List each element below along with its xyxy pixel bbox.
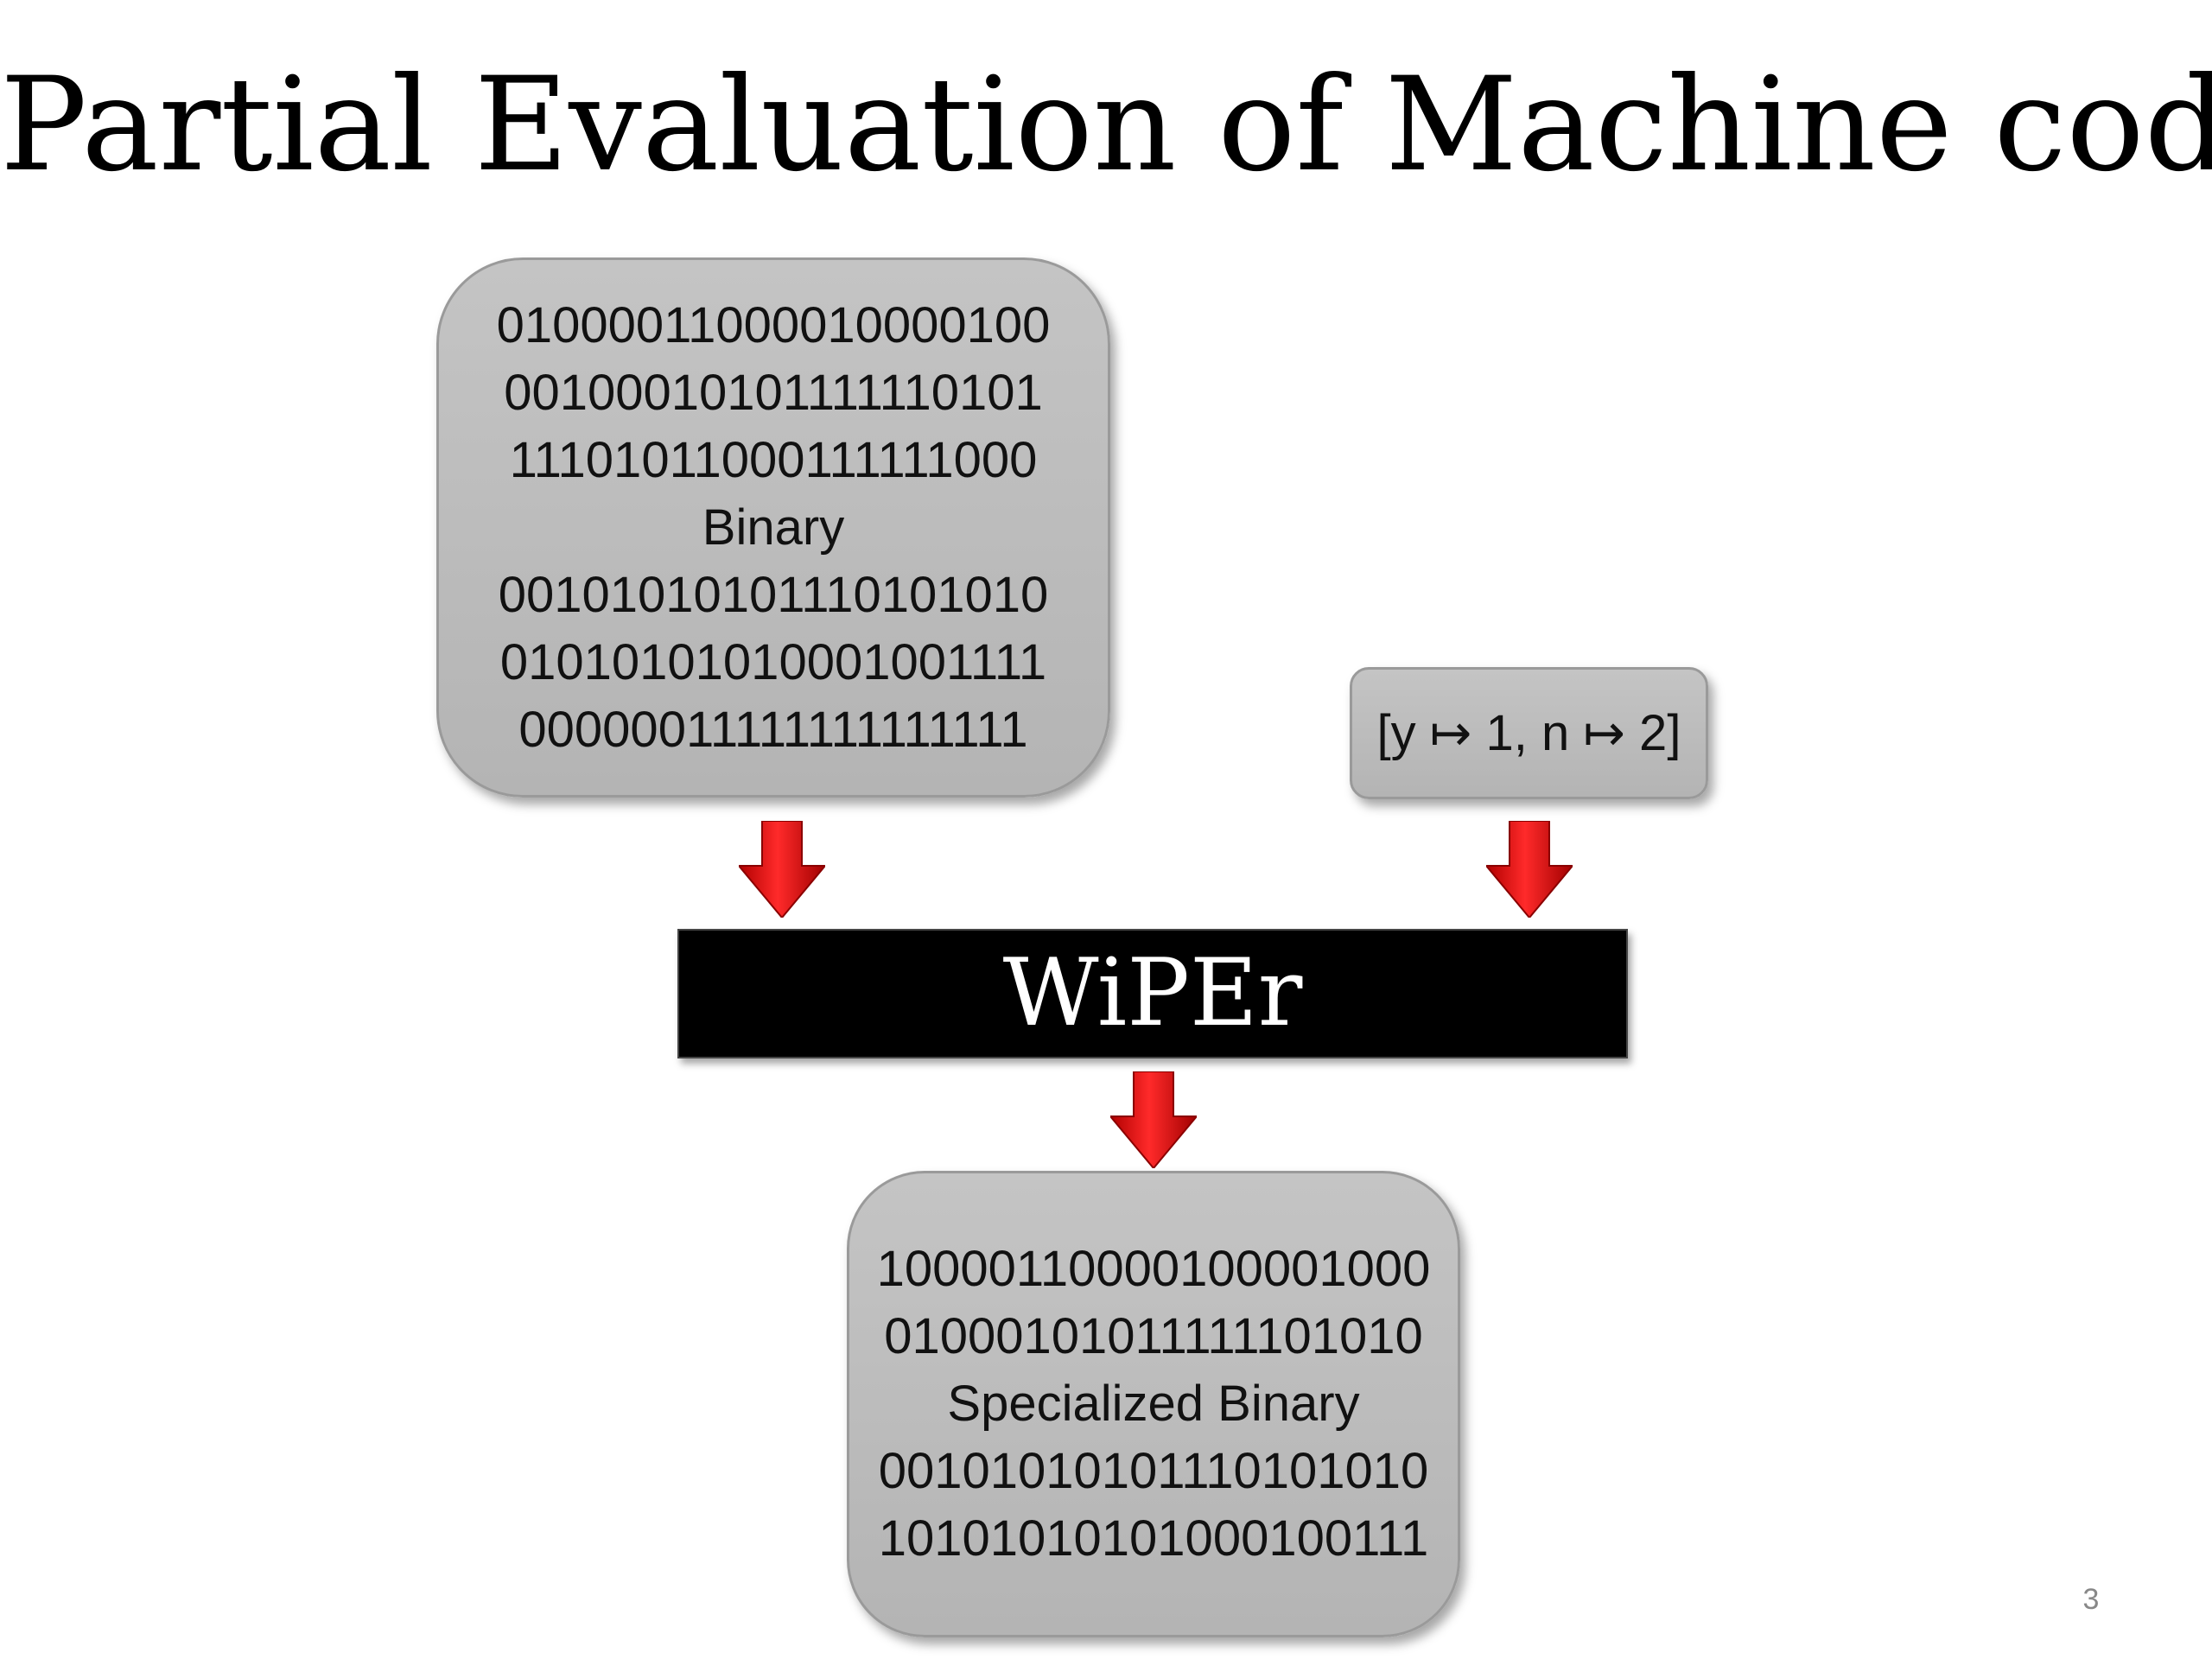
specialized-line: 00101010101110101010 — [878, 1443, 1429, 1499]
env-label: [y ↦ 1, n ↦ 2] — [1376, 704, 1681, 761]
specialized-line: 10000110000100001000 — [876, 1241, 1431, 1297]
down-arrow-icon — [1110, 1071, 1197, 1168]
binary-line: 00100010101111110101 — [504, 364, 1043, 421]
specialized-label: Specialized Binary — [947, 1376, 1360, 1432]
wiper-label: WiPEr — [1002, 939, 1303, 1047]
wiper-box: WiPEr — [677, 929, 1628, 1058]
specialized-line: 01000101011111101010 — [884, 1308, 1423, 1364]
binary-box: 01000011000010000100 0010001010111111010… — [436, 257, 1110, 798]
binary-line: 01000011000010000100 — [496, 296, 1051, 353]
slide-title: Partial Evaluation of Machine code — [0, 50, 2212, 200]
specialized-line: 10101010101000100111 — [878, 1510, 1429, 1567]
binary-line: 01010101010001001111 — [499, 633, 1047, 690]
binary-label: Binary — [702, 499, 845, 556]
specialized-binary-box: 10000110000100001000 0100010101111110101… — [847, 1171, 1460, 1637]
env-box: [y ↦ 1, n ↦ 2] — [1350, 667, 1708, 799]
binary-line: 11101011000111111000 — [509, 431, 1038, 488]
down-arrow-icon — [1486, 821, 1573, 918]
page-number: 3 — [2082, 1583, 2100, 1616]
binary-line: 00000011111111111111 — [518, 701, 1028, 758]
binary-line: 00101010101110101010 — [498, 566, 1049, 623]
down-arrow-icon — [739, 821, 825, 918]
